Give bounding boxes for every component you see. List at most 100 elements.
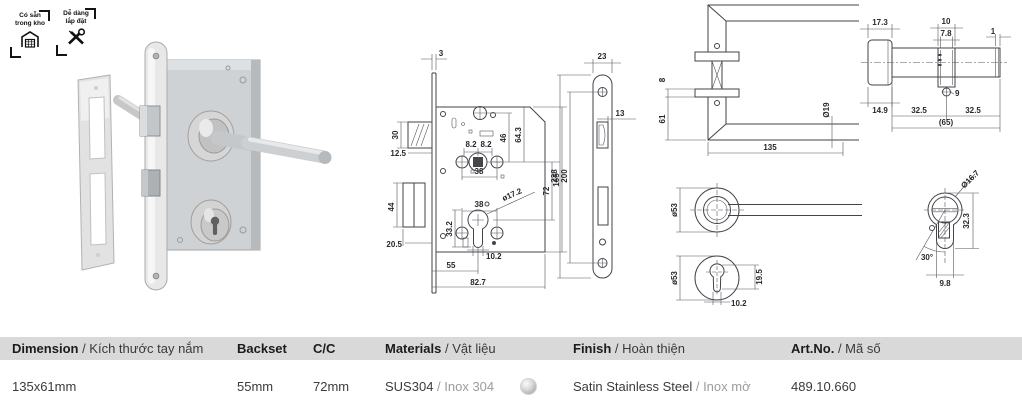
dim-screw-dia: 9 [955,89,960,98]
lock-case-dimensions: 3 30 12.5 44 20.5 8.2 8.2 38 46 64.3 165… [386,49,567,289]
dim-deadbolt-height: 44 [387,202,396,211]
badge-line: Có sẵn [19,12,41,19]
photo-faceplate [144,41,168,291]
dim-cam-inner: 7.8 [940,29,952,38]
handle-outline [694,4,859,141]
dim-cam-width: 10 [942,17,951,26]
wrench-icon [68,27,86,45]
dim-knob-dia: 17.3 [872,18,888,27]
handle-drawing: 8 61 135 Ø19 [658,4,859,156]
header-cc-label: C/C [313,341,336,356]
value-materials-en: SUS304 [385,379,434,394]
dim-lever-drop: 61 [658,114,667,123]
dim-backset: 55 [447,261,456,270]
dim-faceplate-thickness: 3 [439,49,444,58]
dim-latch-offset: 12.5 [390,149,406,158]
spec-table-header-band [0,337,1022,360]
dim-case-depth: 82.7 [470,278,486,287]
badge-in-stock: Có sẵn trong kho [10,10,50,58]
dim-knob-depth: 14.9 [872,106,888,115]
badge-corner-icon [85,8,96,19]
dim-plate-width: 23 [598,52,607,61]
cylinder-profile-drawing: Ø16.7 32.3 30° 9.8 [915,168,982,288]
dim-case-height: 165 [552,173,561,187]
dim-hub-span: 38 [475,167,484,176]
header-dimension-en: Dimension [12,341,79,356]
header-dimension: Dimension / Kích thước tay nắm [12,337,203,360]
badge-line: Dễ dàng [63,10,89,17]
dim-hub-left: 8.2 [465,140,477,149]
dim-latch-height: 30 [391,130,400,139]
header-cc: C/C [313,337,335,360]
dim-deadbolt-offset: 20.5 [386,240,402,249]
header-finish: Finish / Hoàn thiện [573,337,685,360]
value-cc: 72mm [313,379,350,394]
dim-total-length: (65) [939,118,954,127]
header-backset-label: Backset [237,341,287,356]
lock-case-outline [402,72,546,294]
cylinder-profile-outline [915,188,966,265]
dim-keyhole-height: 19.5 [755,269,764,285]
badge-corner-icon [10,47,21,58]
photo-latch-bolt [139,105,161,137]
handle-rose-drawing: ø53 [670,183,862,237]
dim-cam-ring: 1 [991,27,996,36]
header-backset: Backset [237,337,287,360]
photo-cylinder [190,199,232,245]
photo-deadbolt [141,169,161,197]
cylinder-rose-drawing: ø53 19.5 10.2 [670,255,764,308]
dim-cyl-rose-dia: ø53 [670,271,679,285]
value-finish: Satin Stainless Steel / Inox mờ [573,379,751,394]
dim-grip-dia: Ø19 [822,102,831,118]
header-materials-en: Materials [385,341,442,356]
dim-profile-width: 9.8 [939,279,951,288]
value-materials-vi: / Inox 304 [433,379,495,394]
cylinder-rose-dimensions: ø53 19.5 10.2 [670,255,764,308]
faceplate-outline [592,74,613,279]
header-artno: Art.No. / Mã số [791,337,881,360]
badge-corner-icon [56,45,67,56]
badge-line: lắp đặt [65,17,87,25]
dim-plate-height: 238 [550,169,559,183]
value-finish-en: Satin Stainless Steel [573,379,693,394]
dim-handle-length: 135 [763,143,777,152]
value-finish-vi: / Inox mờ [692,379,751,394]
dim-top-to-hub: 64.3 [514,127,523,143]
lock-case-drawing: 3 30 12.5 44 20.5 8.2 8.2 38 46 64.3 165… [386,49,567,294]
header-artno-en: Art.No. [791,341,835,356]
handle-rose-outline [690,183,862,237]
header-finish-en: Finish [573,341,612,356]
badge-corner-icon [39,10,50,21]
dim-plate-latch-width: 13 [616,109,625,118]
faceplate-drawing: 23 13 238 200 [550,52,636,279]
badge-easy-install: Dễ dàng lắp đặt [56,8,96,56]
product-photo [77,41,332,291]
cylinder-drawing: 17.3 10 7.8 1 9 14.9 32.5 32.5 (65) [860,17,1011,132]
dim-hub-to-cyl: 72 [542,186,551,195]
badge-in-stock-label: Có sẵn trong kho [10,10,50,28]
dim-half-right: 32.5 [965,106,981,115]
header-artno-vi: / Mã số [834,341,881,356]
dim-handle-rose-dia: ø53 [670,203,679,217]
value-dimension: 135x61mm [12,379,77,394]
dim-plate-screw-span: 200 [560,169,569,183]
dim-rose-thickness: 8 [658,77,667,82]
dim-keyhole-width: 10.2 [731,299,747,308]
photo-lever-handle [187,110,332,164]
dim-cyl-height: 33.2 [445,221,454,237]
cylinder-profile-dimensions: Ø16.7 32.3 30° 9.8 [921,168,982,288]
dim-turn-angle: 30° [921,253,933,262]
header-materials: Materials / Vật liệu [385,337,496,360]
dim-cyl-span: 38 [475,200,484,209]
cylinder-dimensions: 17.3 10 7.8 1 9 14.9 32.5 32.5 (65) [860,17,1011,132]
handle-dimensions: 8 61 135 Ø19 [658,77,844,156]
faceplate-dimensions: 23 13 238 200 [550,52,636,279]
dim-profile-height: 32.3 [962,213,971,229]
header-finish-vi: / Hoàn thiện [611,341,685,356]
badge-line: trong kho [15,19,45,27]
dim-half-left: 32.5 [911,106,927,115]
header-materials-vi: / Vật liệu [441,341,496,356]
cylinder-rose-outline [694,255,740,301]
dim-screw-to-hub: 46 [499,133,508,142]
